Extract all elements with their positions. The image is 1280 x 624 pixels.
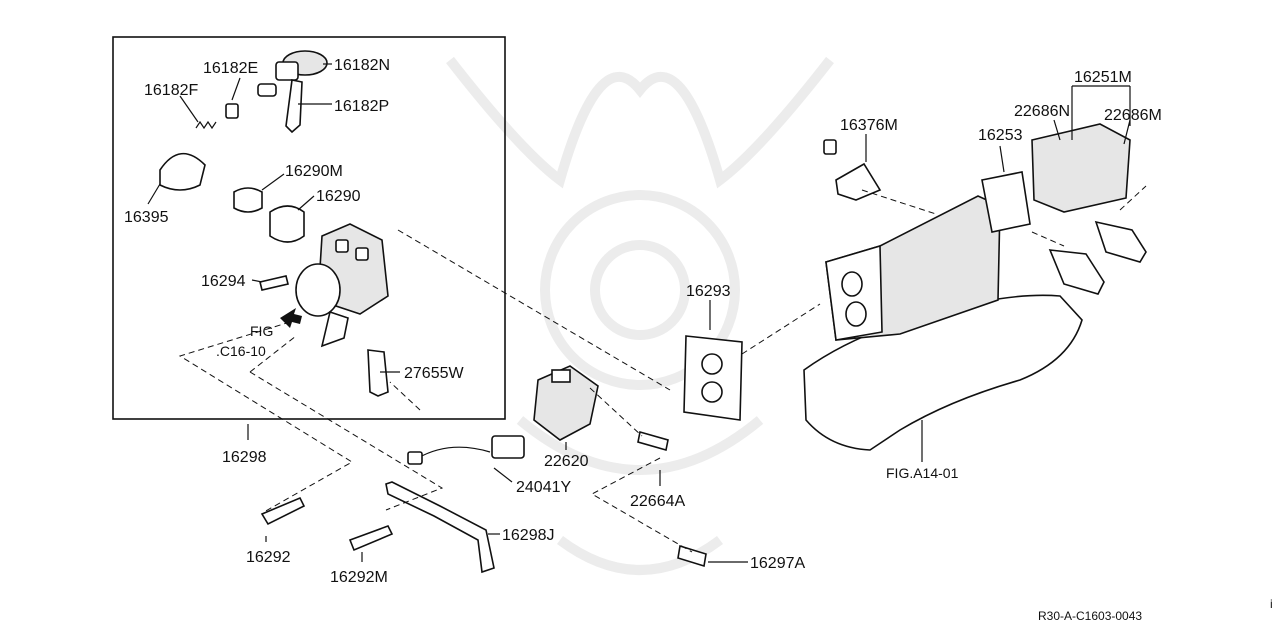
part-16182P-lever	[285, 79, 303, 134]
label-16298J: 16298J	[502, 527, 555, 544]
label-16290: 16290	[316, 188, 361, 205]
part-22664A-bolt	[637, 430, 669, 452]
part-intake-manifold	[803, 195, 1083, 451]
part-16395-clip	[159, 152, 206, 191]
label-16376M: 16376M	[840, 117, 898, 134]
leader-lines	[147, 63, 1131, 563]
label-24041Y: 24041Y	[516, 479, 571, 496]
part-16290-sleeve	[269, 205, 305, 243]
part-throttle-body	[295, 223, 389, 348]
diagram-id: R30-A-C1603-0043	[1038, 609, 1142, 623]
part-16253-gasket	[981, 171, 1031, 233]
part-27655W-sensor	[367, 349, 389, 397]
label-16395: 16395	[124, 209, 169, 226]
label-16297A: 16297A	[750, 555, 805, 572]
part-22686M-solenoid	[1094, 220, 1147, 263]
part-16251M-block	[1031, 123, 1131, 213]
part-16298J-bracket	[385, 481, 495, 574]
part-16297A-bolt	[677, 544, 707, 568]
label-16182E: 16182E	[203, 60, 258, 77]
part-16182N-actuator	[257, 50, 328, 97]
part-16293-gasket	[683, 335, 743, 421]
label-16292: 16292	[246, 549, 291, 566]
label-22664A: 22664A	[630, 493, 685, 510]
part-16182E-screw	[225, 103, 239, 119]
part-22686N-solenoid	[1048, 249, 1105, 295]
label-16253: 16253	[978, 127, 1023, 144]
fig-arrow-icon	[280, 308, 302, 328]
ref-fig-c16-line1: FIG	[250, 323, 273, 339]
label-16294: 16294	[201, 273, 246, 290]
inset-frame	[112, 36, 506, 420]
part-16292-bolt	[260, 496, 306, 526]
ref-fig-c16-line2: .C16-10	[216, 343, 266, 359]
corner-mark: i	[1270, 597, 1273, 611]
label-16292M: 16292M	[330, 569, 388, 586]
label-16293: 16293	[686, 283, 731, 300]
part-24041Y-harness	[407, 435, 525, 465]
label-27655W: 27655W	[404, 365, 464, 382]
label-16251M: 16251M	[1074, 69, 1132, 86]
part-16376M-bolt	[823, 139, 837, 155]
dashed-connection-lines	[178, 185, 1147, 553]
label-16182N: 16182N	[334, 57, 390, 74]
part-16290M-spring	[233, 187, 263, 213]
label-16182F: 16182F	[144, 82, 198, 99]
part-22620-sensor	[533, 365, 599, 441]
part-16294-screw	[259, 275, 289, 291]
part-16376M-bracket	[835, 162, 882, 201]
label-16290M: 16290M	[285, 163, 343, 180]
part-16182F-spring	[195, 120, 217, 130]
label-22686N: 22686N	[1014, 103, 1070, 120]
label-22620: 22620	[544, 453, 589, 470]
label-22686M: 22686M	[1104, 107, 1162, 124]
label-16298: 16298	[222, 449, 267, 466]
part-16292M-bolt	[348, 525, 394, 552]
ref-fig-a14: FIG.A14-01	[886, 465, 959, 481]
label-16182P: 16182P	[334, 98, 389, 115]
